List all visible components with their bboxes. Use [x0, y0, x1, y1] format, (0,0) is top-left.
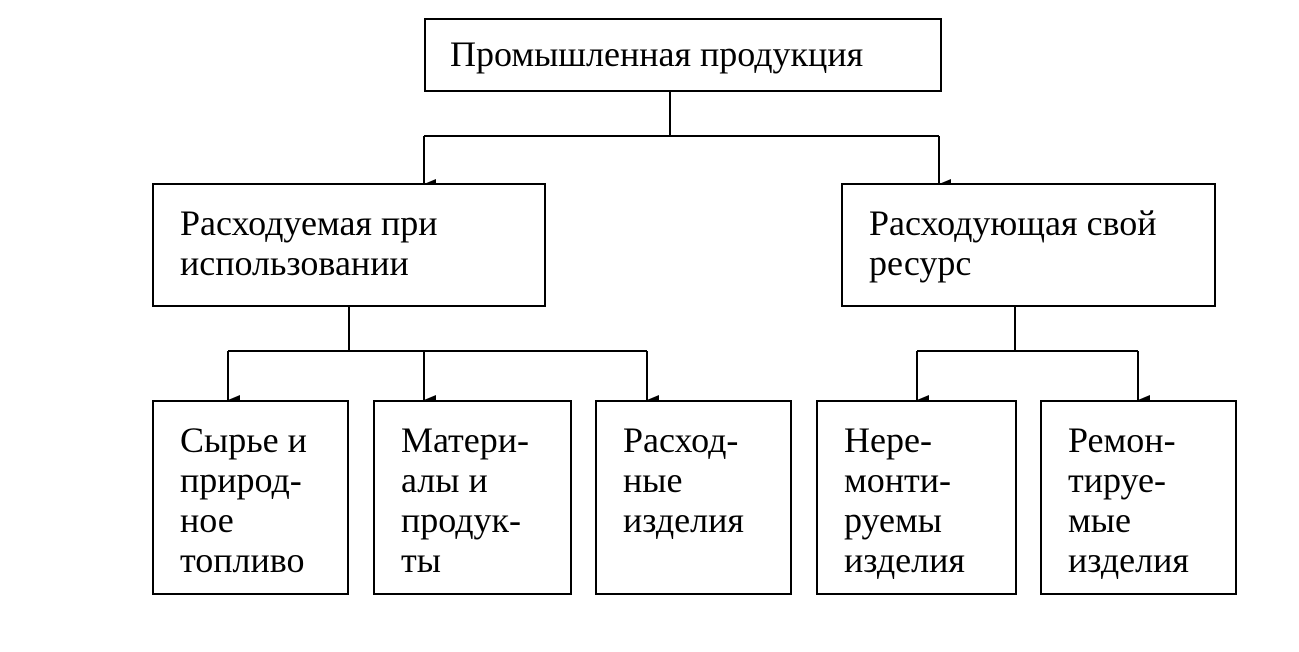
node-label: Расходуемая при использовании	[180, 203, 438, 283]
node-label: Расходующая свой ресурс	[869, 203, 1157, 283]
node-materials-and-products: Матери- алы и продук- ты	[373, 400, 572, 595]
node-label: Ремон- тируе- мые изделия	[1068, 420, 1189, 580]
node-consuming-resource: Расходующая свой ресурс	[841, 183, 1216, 307]
node-label: Расход- ные изделия	[623, 420, 744, 540]
node-raw-materials-and-fuel: Сырье и природ- ное топливо	[152, 400, 349, 595]
node-non-repairable-items: Нере- монти- руемы изделия	[816, 400, 1017, 595]
node-consumable-items: Расход- ные изделия	[595, 400, 792, 595]
node-consumed-in-use: Расходуемая при использовании	[152, 183, 546, 307]
node-label: Сырье и природ- ное топливо	[180, 420, 307, 580]
node-label: Нере- монти- руемы изделия	[844, 420, 965, 580]
node-label: Матери- алы и продук- ты	[401, 420, 530, 580]
node-industrial-products: Промышленная продукция	[424, 18, 942, 92]
node-label: Промышленная продукция	[450, 34, 864, 74]
node-repairable-items: Ремон- тируе- мые изделия	[1040, 400, 1237, 595]
